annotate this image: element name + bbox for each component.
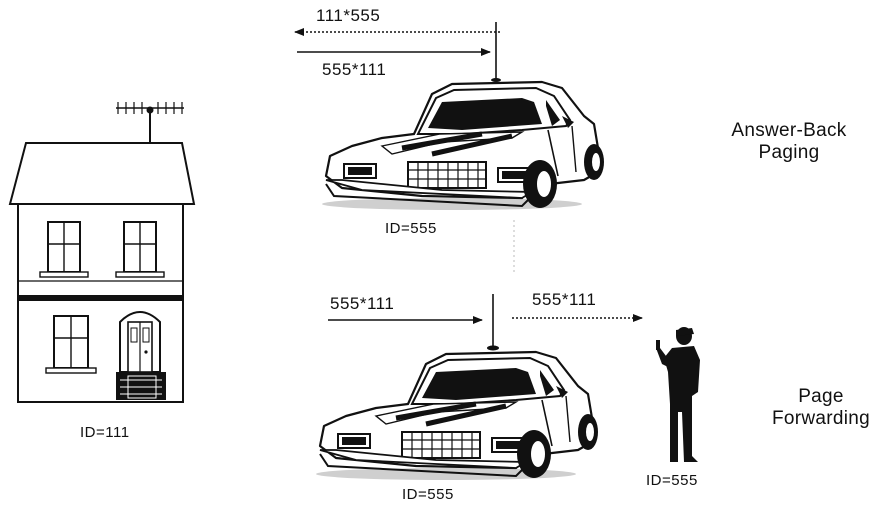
mode-title-line2: Paging: [724, 142, 854, 164]
mode-title-line2: Forwarding: [754, 408, 888, 430]
answer-back-paging-title: Answer-Back Paging: [724, 120, 854, 164]
house: [10, 102, 194, 402]
incoming-message-label: 555*111: [330, 294, 394, 314]
page-forwarding-title: Page Forwarding: [754, 386, 888, 430]
mode-title-line1: Answer-Back: [724, 120, 854, 142]
person-silhouette: [656, 327, 700, 462]
person-id-label: ID=555: [646, 472, 698, 489]
bottom-car-id-label: ID=555: [402, 486, 454, 503]
mode-title-line1: Page: [754, 386, 888, 408]
forwarded-message-label: 555*111: [532, 290, 596, 310]
house-id-label: ID=111: [80, 424, 130, 441]
car-top: [322, 82, 604, 210]
outgoing-message-label: 555*111: [322, 60, 386, 80]
top-car-id-label: ID=555: [385, 220, 437, 237]
return-message-label: 111*555: [316, 6, 380, 26]
car-bottom: [316, 352, 598, 480]
